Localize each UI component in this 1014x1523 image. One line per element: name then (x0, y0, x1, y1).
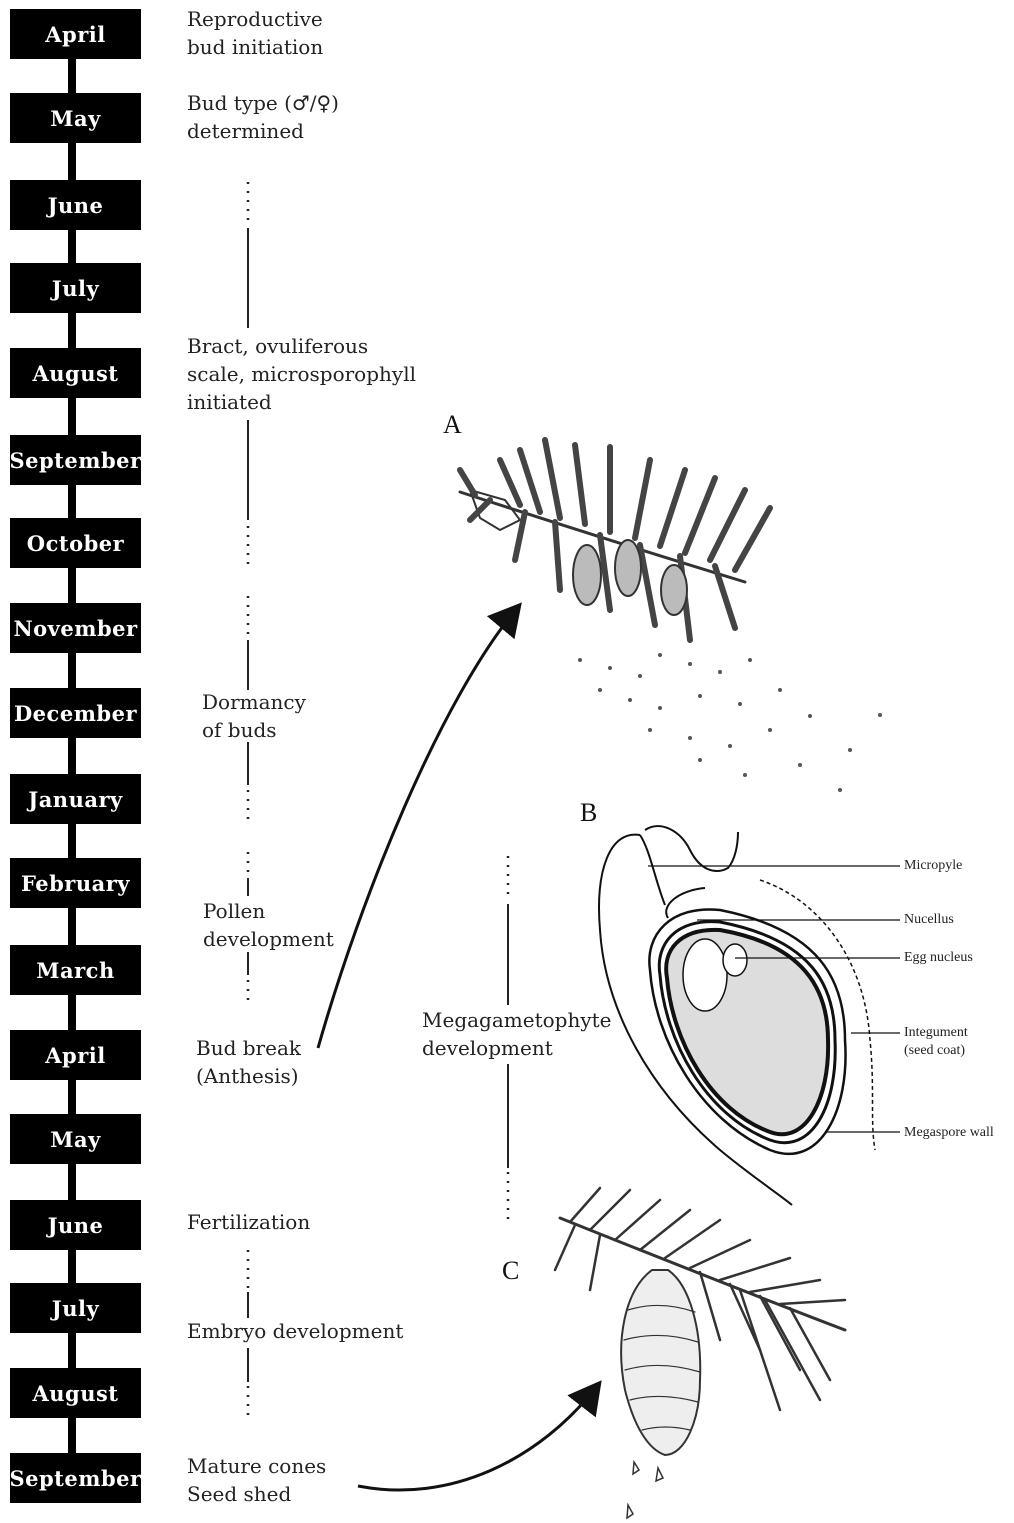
pollen-cone-branch-illustration (460, 440, 770, 640)
pollen-grains (578, 653, 882, 792)
mature-cone-branch-illustration (555, 1188, 845, 1518)
arrow-to-panel-a (318, 607, 518, 1048)
ovule-illustration (599, 826, 900, 1205)
arrow-to-panel-c (358, 1385, 598, 1490)
